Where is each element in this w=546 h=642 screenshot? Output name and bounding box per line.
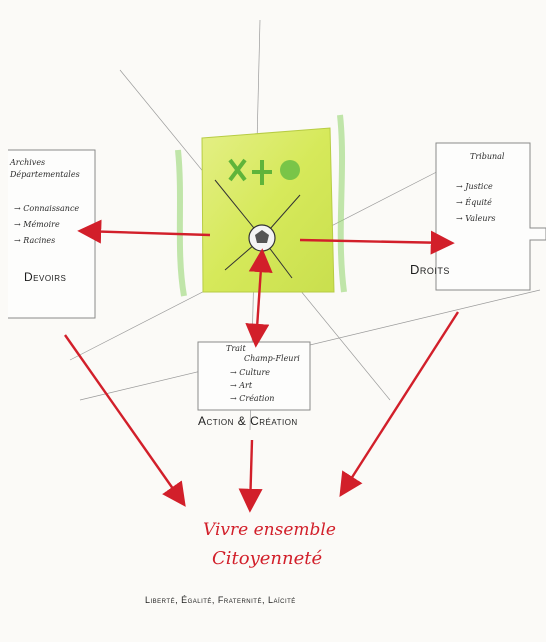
left-box-item-2: → Mémoire [14, 220, 60, 229]
right-box-title: Tribunal [470, 152, 505, 161]
arrow-devoirs-to-citizenship [64, 334, 186, 507]
right-box-item-2: → Équité [456, 198, 492, 207]
central-square [201, 127, 335, 293]
left-box-title-1: Archives [10, 158, 46, 167]
arrow-droits-to-citizenship [339, 311, 460, 498]
green-plus-mark [252, 160, 272, 185]
bottom-box-item-3: → Création [230, 394, 275, 403]
right-box-item-1: → Justice [456, 182, 493, 191]
arrow-to-droits [299, 230, 455, 255]
right-box [435, 142, 546, 291]
citoyennete-title: Citoyenneté [212, 548, 323, 569]
green-circle-mark [280, 160, 300, 180]
left-box-item-1: → Connaissance [14, 204, 80, 213]
bottom-box-title-1: Trait [226, 344, 246, 353]
left-box-item-3: → Racines [14, 236, 56, 245]
devoirs-label: Devoirs [24, 270, 67, 284]
bottom-box-item-1: → Culture [230, 368, 271, 377]
arrow-to-devoirs [77, 219, 211, 244]
bottom-box-item-2: → Art [230, 381, 253, 390]
vivre-ensemble-title: Vivre ensemble [203, 520, 336, 540]
arrow-to-action [245, 248, 273, 348]
left-box-title-2: Départementales [10, 170, 80, 179]
values-line: Liberté, Égalité, Fraternité, Laïcité [145, 595, 296, 605]
right-green-strip [337, 114, 347, 293]
droits-label: Droits [410, 262, 450, 277]
side-strips [175, 114, 347, 297]
arrow-action-to-citizenship [238, 439, 263, 513]
red-arrows [64, 219, 460, 513]
action-creation-label: Action & Création [198, 414, 298, 428]
green-cross-mark [228, 158, 247, 182]
left-green-strip [175, 149, 187, 297]
bottom-box-title-2: Champ-Fleuri [244, 354, 300, 363]
right-box-item-3: → Valeurs [456, 214, 496, 223]
boxes [8, 142, 546, 411]
